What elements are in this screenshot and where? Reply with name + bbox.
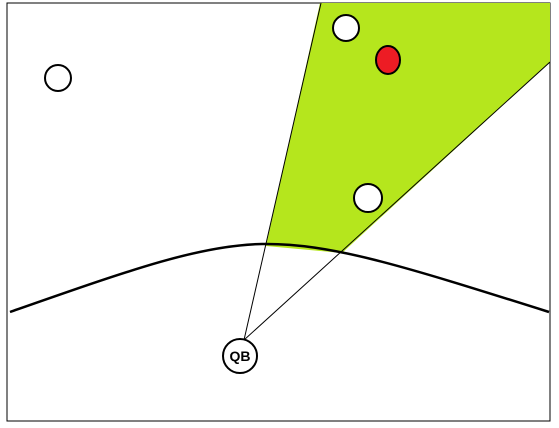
line-of-scrimmage <box>9 242 550 314</box>
quarterback[interactable]: QB <box>222 338 258 374</box>
player-receiver-3[interactable] <box>353 183 383 213</box>
player-receiver-highlighted[interactable] <box>375 45 401 75</box>
qb-marker[interactable] <box>222 338 258 374</box>
field-border <box>6 2 551 422</box>
vision-cone <box>266 3 550 253</box>
player-receiver-1[interactable] <box>44 64 72 92</box>
qb-label: QB <box>230 348 251 364</box>
player-receiver-2[interactable] <box>332 14 360 42</box>
sight-line-left <box>243 2 322 341</box>
sight-line-right <box>243 61 551 341</box>
